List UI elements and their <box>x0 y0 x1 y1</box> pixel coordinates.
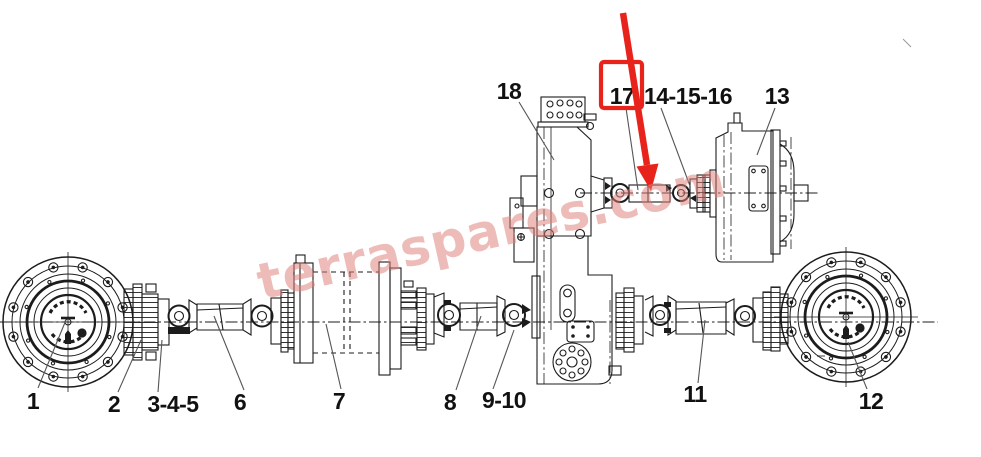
part-label-9-10: 9-10 <box>482 387 526 413</box>
center-gearbox <box>509 96 644 385</box>
leader-line-12 <box>847 341 868 390</box>
left-inner-ujoint <box>242 289 295 353</box>
leader-line-18 <box>518 101 555 161</box>
mid-inner-ujoint <box>496 275 541 339</box>
leader-line-1 <box>37 319 67 389</box>
highlight-arrow <box>619 12 659 191</box>
leader-line-14-15-16 <box>660 107 691 187</box>
highlight-box <box>598 59 645 111</box>
part-label-3-4-5: 3-4-5 <box>147 391 199 417</box>
part-label-18: 18 <box>497 78 522 104</box>
leader-line-17 <box>625 107 639 191</box>
machine-drawing <box>0 38 938 394</box>
stray-mark <box>902 38 912 48</box>
left-flange-stack <box>123 283 159 361</box>
part-label-6: 6 <box>234 389 246 415</box>
part-label-12: 12 <box>859 388 884 414</box>
upper-drive-shaft <box>603 174 706 213</box>
leader-line-11 <box>697 319 706 384</box>
part-label-1: 1 <box>27 388 40 414</box>
mid-ujoint <box>416 287 461 351</box>
right-drive-shaft <box>644 286 789 352</box>
leader-line-3-4-5 <box>157 339 163 393</box>
leader-line-9-10 <box>492 329 515 390</box>
left-drive-shaft <box>196 303 244 331</box>
part-label-13: 13 <box>765 83 790 109</box>
mid-drive-shaft <box>459 302 498 331</box>
part-label-11: 11 <box>683 381 707 407</box>
brake-drum-assembly <box>293 254 417 376</box>
leader-line-2 <box>117 339 142 393</box>
part-label-7: 7 <box>333 388 345 414</box>
part-label-17: 17 <box>610 83 635 109</box>
leader-line-8 <box>455 315 482 391</box>
part-label-14-15-16: 14-15-16 <box>644 83 732 109</box>
part-label-2: 2 <box>108 391 120 417</box>
leader-line-13 <box>756 107 776 156</box>
left-wheel-hub <box>0 250 142 394</box>
part-label-8: 8 <box>444 389 457 415</box>
transfer-case <box>702 112 809 263</box>
leader-line-7 <box>325 323 342 390</box>
leader-line-6 <box>213 315 245 391</box>
right-wheel-hub <box>772 245 920 389</box>
